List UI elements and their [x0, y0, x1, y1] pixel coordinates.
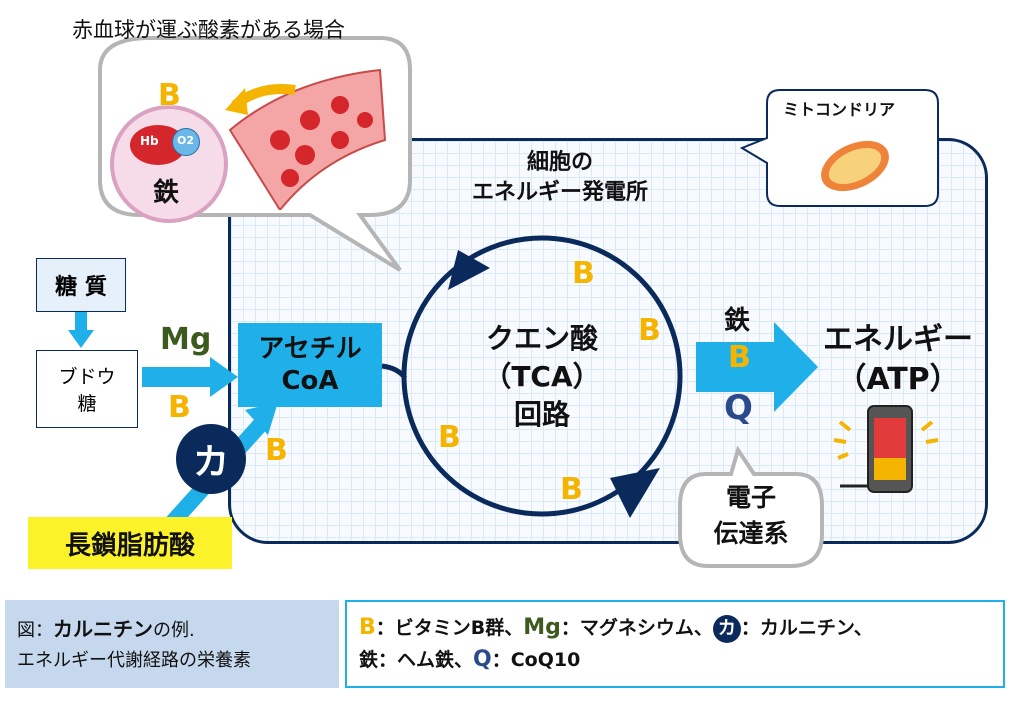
hb-label: Hb [140, 134, 159, 148]
legend-ka-desc: ：カルニチン、 [740, 617, 873, 639]
cell-title: 細胞の エネルギー発電所 [430, 148, 690, 208]
glucose-b-label: B [168, 390, 191, 425]
legend-iron-desc: ：ヘム鉄、 [378, 649, 474, 671]
output-iron-label: 鉄 [724, 306, 751, 336]
legend-box: B：ビタミンB群、Mg：マグネシウム、カ：カルニチン、 鉄：ヘム鉄、Q：CoQ1… [345, 600, 1005, 688]
legend-ka-key: カ [712, 615, 741, 643]
acetyl-coa-line1: アセチル [258, 334, 362, 364]
legend-mg-desc: ：マグネシウム、 [560, 617, 713, 639]
glucose-to-acetyl-arrow [142, 357, 238, 397]
bubble-iron-label: 鉄 [153, 178, 180, 208]
mitochondria-bubble [740, 89, 939, 207]
caption-box: 図：カルニチンの例. エネルギー代謝経路の栄養素 [5, 600, 339, 688]
carnitine-label: カ [192, 442, 229, 483]
glucose-label-line1: ブドウ [58, 366, 116, 388]
electron-transport-line1: 電子 [725, 483, 776, 512]
tca-line3: 回路 [513, 398, 570, 431]
mg-label: Mg [160, 322, 212, 357]
caption-prefix: 図： [17, 620, 53, 641]
electron-transport-bubble [678, 446, 824, 568]
acetyl-coa-line2: CoA [281, 366, 339, 396]
legend-mg-key: Mg [523, 615, 561, 640]
tca-line2: （TCA） [483, 360, 601, 393]
acetyl-coa-box: アセチル CoA [238, 323, 382, 407]
mitochondria-label: ミトコンドリア [783, 100, 896, 119]
cell-title-line1: 細胞の [526, 150, 593, 175]
caption-suffix: の例. [153, 620, 195, 641]
carnitine-badge: カ [176, 424, 246, 494]
legend-b-key: B [359, 615, 376, 640]
tca-to-energy-arrow [696, 322, 818, 412]
bubble-b-label: B [158, 78, 181, 113]
caption-bold: カルニチン [53, 617, 153, 641]
tca-b-top: B [572, 256, 595, 291]
legend-line2: 鉄：ヘム鉄、Q：CoQ10 [359, 644, 991, 676]
glucose-box: ブドウ 糖 [36, 350, 138, 428]
rbc-circle [110, 105, 228, 223]
blood-vessel-icon [225, 68, 387, 210]
tca-label: クエン酸 （TCA） 回路 [462, 320, 622, 434]
legend-b-desc: ：ビタミンB群、 [375, 617, 524, 639]
tca-b-left: B [438, 420, 461, 455]
energy-label: エネルギー （ATP） [808, 320, 988, 400]
speech-bubble-title: 赤血球が運ぶ酸素がある場合 [72, 18, 345, 42]
cell-title-line2: エネルギー発電所 [471, 180, 648, 205]
o2-label: O2 [177, 134, 195, 147]
energy-line1: エネルギー [823, 322, 973, 357]
o2-icon [172, 128, 200, 156]
tca-cycle [381, 235, 683, 518]
carbs-to-glucose-arrow [68, 312, 94, 348]
legend-q-key: Q [473, 647, 492, 672]
tca-line1: クエン酸 [485, 322, 598, 355]
glucose-label-line2: 糖 [77, 393, 97, 415]
electron-transport-label: 電子 伝達系 [684, 480, 818, 552]
caption-line1: 図：カルニチンの例. [17, 614, 327, 646]
tca-b-right: B [638, 313, 661, 348]
output-q-label: Q [724, 388, 753, 428]
electron-transport-line2: 伝達系 [713, 519, 789, 548]
caption-line2: エネルギー代謝経路の栄養素 [17, 650, 251, 671]
carbs-label: 糖 質 [55, 275, 107, 300]
battery-icon [833, 405, 939, 493]
carbs-box: 糖 質 [36, 258, 126, 312]
legend-q-desc: ：CoQ10 [491, 649, 581, 671]
fatty-acid-b-label: B [265, 433, 288, 468]
legend-iron-key: 鉄 [359, 649, 379, 671]
output-b-label: B [728, 340, 751, 375]
tca-b-bottom: B [560, 472, 583, 507]
fatty-acid-text: 長鎖脂肪酸 [64, 530, 195, 561]
fatty-acid-label: 長鎖脂肪酸 [28, 517, 232, 569]
legend-line1: B：ビタミンB群、Mg：マグネシウム、カ：カルニチン、 [359, 612, 991, 644]
energy-line2: （ATP） [836, 362, 960, 397]
